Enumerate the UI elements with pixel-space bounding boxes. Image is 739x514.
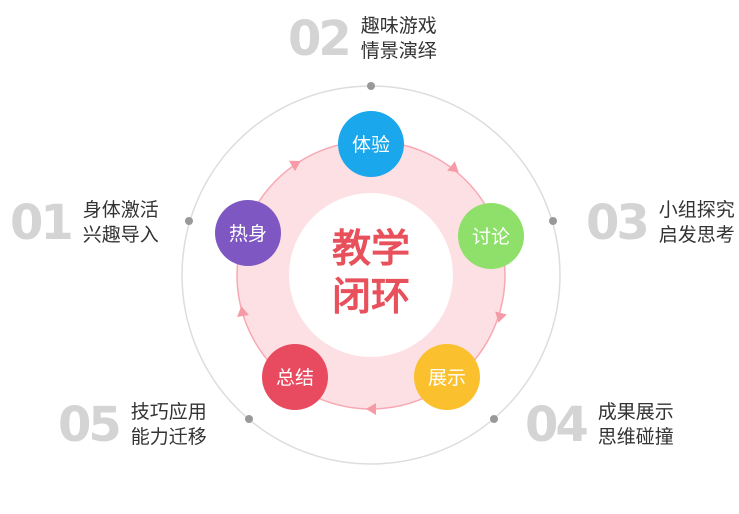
outer-dot-02 xyxy=(367,82,375,90)
step-05-text: 技巧应用 能力迁移 xyxy=(131,400,207,450)
node-zhanshi-label: 展示 xyxy=(428,367,466,389)
step-03-number: 03 xyxy=(586,195,650,251)
arrow-icon xyxy=(289,160,301,172)
outer-dot-05 xyxy=(245,415,253,423)
center-disc xyxy=(289,193,453,357)
node-zongjie: 总结 xyxy=(262,344,328,410)
node-zongjie-circle xyxy=(262,344,328,410)
outer-dot-01 xyxy=(185,217,193,225)
step-01: 01 身体激活 兴趣导入 xyxy=(10,198,159,248)
node-taolun-circle xyxy=(458,203,524,269)
center-title-line2: 闭环 xyxy=(332,275,410,320)
step-02-line1: 趣味游戏 xyxy=(360,15,437,37)
outer-dot-04 xyxy=(490,415,498,423)
node-zongjie-label: 总结 xyxy=(276,367,314,389)
step-05-line1: 技巧应用 xyxy=(130,401,207,423)
node-zhanshi: 展示 xyxy=(414,344,480,410)
step-05-line2: 能力迁移 xyxy=(130,426,207,448)
step-01-text: 身体激活 兴趣导入 xyxy=(83,198,159,248)
node-reshen-circle xyxy=(215,200,281,266)
outer-dot-03 xyxy=(549,217,557,225)
step-04-line1: 成果展示 xyxy=(597,401,674,423)
step-04-number: 04 xyxy=(525,397,589,453)
node-tiyan: 体验 xyxy=(338,111,404,177)
step-02-text: 趣味游戏 情景演绎 xyxy=(361,14,437,64)
step-03-line1: 小组探究 xyxy=(658,199,735,221)
step-03-line2: 启发思考 xyxy=(658,224,735,246)
node-tiyan-circle xyxy=(338,111,404,177)
node-reshen-label: 热身 xyxy=(229,223,267,245)
arrow-icon xyxy=(447,161,459,173)
node-reshen: 热身 xyxy=(215,200,281,266)
step-04-line2: 思维碰撞 xyxy=(597,426,674,448)
step-03: 03 小组探究 启发思考 xyxy=(586,198,735,248)
step-04-text: 成果展示 思维碰撞 xyxy=(598,400,674,450)
node-taolun-label: 讨论 xyxy=(472,226,510,248)
step-04: 04 成果展示 思维碰撞 xyxy=(525,400,674,450)
node-taolun: 讨论 xyxy=(458,203,524,269)
arrow-icon xyxy=(237,306,249,318)
step-05: 05 技巧应用 能力迁移 xyxy=(58,400,207,450)
step-01-line1: 身体激活 xyxy=(82,199,159,221)
step-02-number: 02 xyxy=(288,11,352,67)
arrow-icon xyxy=(495,311,507,323)
node-tiyan-label: 体验 xyxy=(352,134,390,156)
step-02: 02 趣味游戏 情景演绎 xyxy=(288,14,437,64)
step-01-line2: 兴趣导入 xyxy=(82,224,159,246)
center-title-line1: 教学 xyxy=(332,227,410,272)
step-01-number: 01 xyxy=(10,195,74,251)
step-05-number: 05 xyxy=(58,397,122,453)
step-03-text: 小组探究 启发思考 xyxy=(659,198,735,248)
arrow-icon xyxy=(366,403,376,415)
node-zhanshi-circle xyxy=(414,344,480,410)
step-02-line2: 情景演绎 xyxy=(360,40,437,62)
